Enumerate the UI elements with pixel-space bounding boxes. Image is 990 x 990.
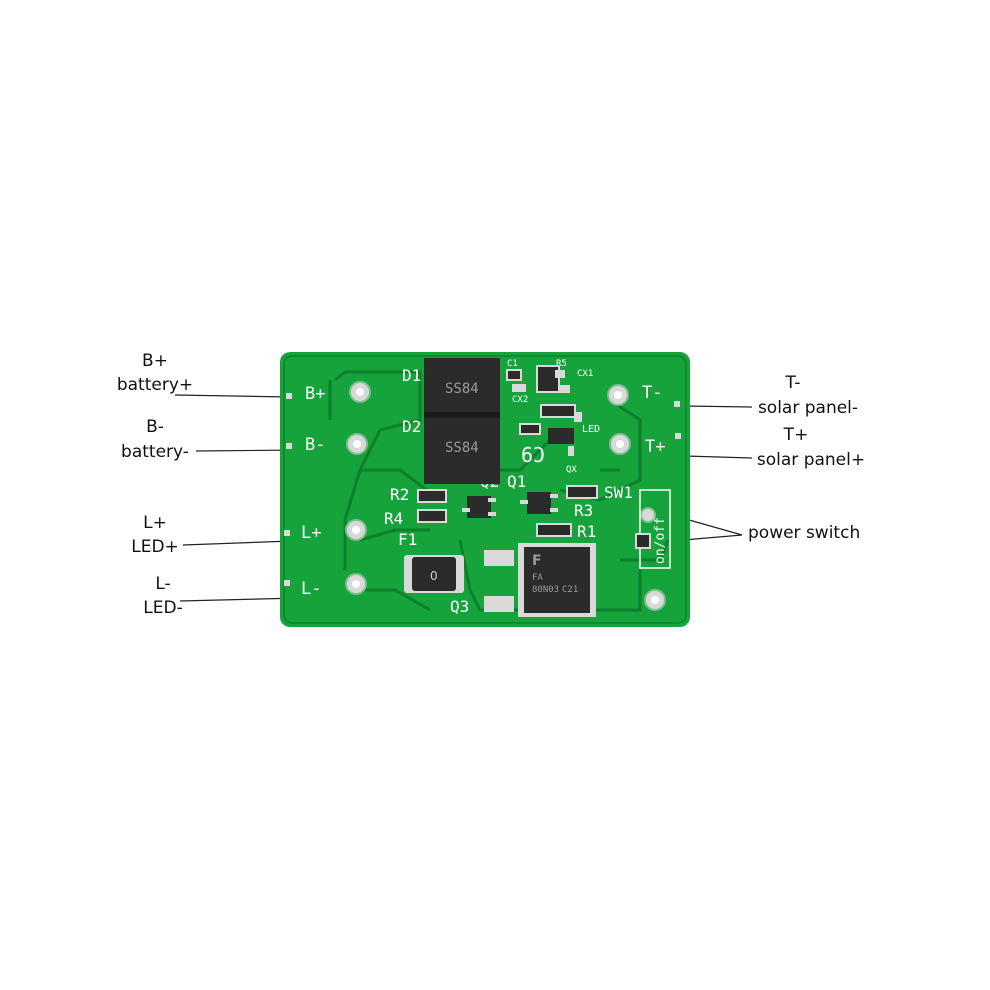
silk-qx: QX [566,465,577,475]
silk-t-plus: T+ [645,437,665,457]
label-t-plus-code: T+ [783,425,809,445]
resistors [417,485,598,537]
leader-t-minus [682,405,753,408]
smd-parts-top [506,365,582,456]
label-l-minus-desc: LED- [143,598,183,618]
switch-outline [639,489,671,569]
label-power-switch: power switch [748,523,861,543]
silk-sw1: SW1 [604,483,633,502]
silk-r2: R2 [390,485,409,504]
mosfet-code2: C21 [562,585,578,595]
mosfet-part: 80N03 [532,585,559,595]
terminal-holes [345,381,666,611]
label-l-minus-code: L- [155,574,171,594]
silk-cx1: CX1 [577,369,593,379]
transistor-q2 [462,496,496,518]
silk-b-plus: B+ [305,384,325,404]
silk-l-plus: L+ [301,523,321,543]
fuse-f1: 0 [404,555,464,593]
silk-cx2: CX2 [512,395,528,405]
diode-d1: SS84 [424,358,500,418]
leader-l-plus [182,540,293,546]
silk-r5: R5 [556,359,567,369]
silk-d1: D1 [402,366,421,385]
label-t-minus-desc: solar panel- [757,398,859,418]
diode-d2: SS84 [424,418,500,484]
resistor-sw1 [566,485,598,499]
silk-t-minus: T- [642,383,662,403]
label-l-plus-code: L+ [143,513,167,533]
resistor-r2 [417,489,447,503]
silk-q3: Q3 [450,597,469,616]
label-b-minus-desc: battery- [121,442,189,462]
label-t-minus-code: T- [785,373,801,393]
silk-d2: D2 [402,417,421,436]
silk-r4: R4 [384,509,403,528]
transistor-q1 [520,492,558,514]
silk-c9: C9 [521,442,545,466]
d2-marking: SS84 [445,440,479,456]
mosfet-code: FA [532,573,543,583]
silk-f1: F1 [398,530,417,549]
pcb-edge [283,355,687,624]
solder-points [284,393,681,586]
mosfet-q3: F FA 80N03 C21 [484,543,596,617]
silk-b-minus: B- [305,435,325,455]
silk-c1: C1 [507,359,518,369]
label-b-plus-desc: battery+ [116,375,194,395]
d1-marking: SS84 [445,381,479,397]
copper-traces [328,370,670,612]
silk-on-off: on/off [653,517,668,564]
silk-r3: R3 [574,501,593,520]
leader-b-plus [174,394,293,398]
fuse-marking: 0 [430,569,438,583]
silk-r1: R1 [577,522,596,541]
leader-t-plus [684,455,753,459]
resistor-r1 [536,523,572,537]
silkscreen: B+ B- L+ L- T- T+ D1 D2 R2 R4 F1 Q3 Q2 Q… [301,359,668,616]
label-l-plus-desc: LED+ [131,537,179,557]
power-switch-body [635,533,651,549]
label-b-minus-code: B- [146,417,164,437]
silk-l-minus: L- [301,579,321,599]
label-b-plus-code: B+ [142,351,168,371]
silk-q1: Q1 [507,472,526,491]
silk-led: LED [582,424,600,435]
mosfet-logo: F [532,553,542,569]
label-t-plus-desc: solar panel+ [756,450,866,470]
resistor-r4 [417,509,447,523]
